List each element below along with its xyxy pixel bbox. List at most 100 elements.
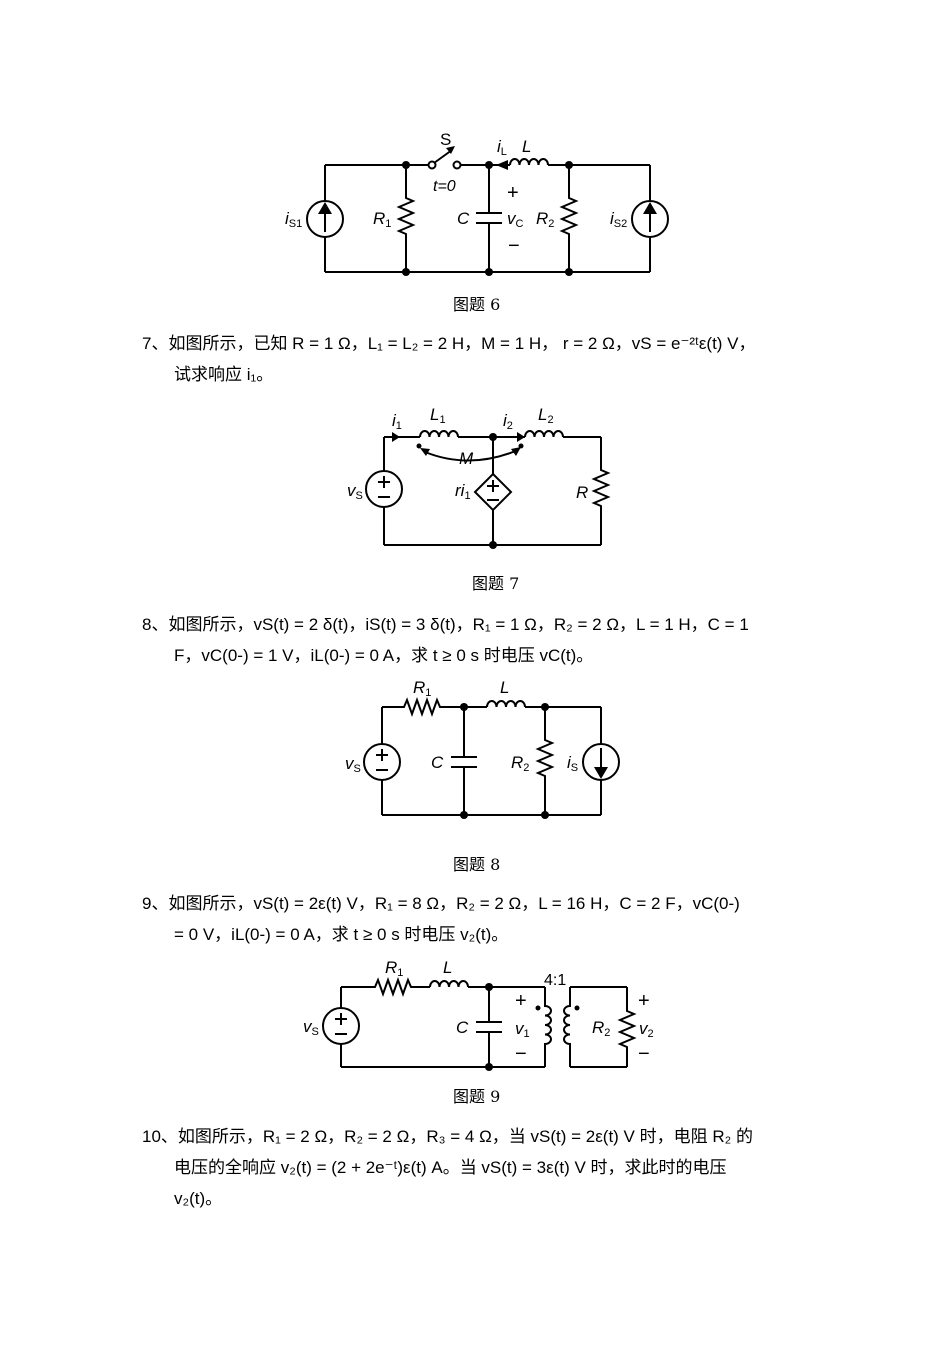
figure-6-caption: 图题 6 [453,295,501,314]
problem-7-line-2: 试求响应 i₁。 [174,365,274,384]
svg-text:ri1: ri1 [455,481,471,502]
svg-text:i2: i2 [503,411,513,432]
vs-label: v [303,1017,313,1036]
svg-text:R2: R2 [536,209,554,230]
r2-label: R [592,1018,604,1037]
r-label: R [576,483,588,502]
v2-minus: − [638,1043,650,1065]
svg-text:L1: L1 [430,405,446,426]
svg-text:R1: R1 [385,958,403,979]
v2-plus: + [638,990,650,1012]
svg-text:v2: v2 [639,1019,654,1040]
svg-text:vS: vS [347,481,363,502]
svg-text:R2: R2 [592,1018,610,1039]
r1-sub: 1 [385,218,391,230]
mutual-label: M [459,449,474,468]
figure-8-caption: 图题 8 [453,855,501,874]
capacitor-label: C [456,1018,469,1037]
vs-label: v [345,754,355,773]
i1-label: i [392,411,397,430]
cap-voltage-label: v [507,209,517,228]
svg-text:R1: R1 [413,678,431,699]
problem-7-line-1: 7、如图所示，已知 R = 1 Ω，L₁ = L₂ = 2 H，M = 1 H，… [142,334,756,353]
svg-text:iL: iL [497,137,507,158]
cap-voltage-sub: C [516,218,524,230]
problem-10: 10、如图所示，R₁ = 2 Ω，R₂ = 2 Ω，R₃ = 4 Ω，当 vS(… [142,1121,814,1214]
circuit-figure-7: i1 L1 i2 L2 M vS ri1 R [347,405,611,549]
r2-label: R [511,753,523,772]
v2-sub: 2 [648,1028,654,1040]
circuit-figure-6: S t=0 iL L + − C vC R1 R2 iS1 iS2 [285,130,669,276]
svg-text:vC: vC [507,209,524,230]
inductor-current-label: i [497,137,502,156]
svg-text:v1: v1 [515,1019,530,1040]
svg-text:R2: R2 [511,753,529,774]
svg-text:iS1: iS1 [285,209,302,230]
v1-sub: 1 [524,1028,530,1040]
problem-9-line-1: 9、如图所示，vS(t) = 2ε(t) V，R₁ = 8 Ω，R₂ = 2 Ω… [142,894,740,913]
r2-sub: 2 [604,1027,610,1039]
svg-text:vS: vS [303,1017,319,1038]
is1-sub: S1 [289,218,302,230]
problem-10-line-2: 电压的全响应 v₂(t) = (2 + 2e⁻ᵗ)ε(t) A。当 vS(t) … [174,1158,727,1177]
problem-10-line-3: v₂(t)。 [174,1189,223,1208]
circuit-figure-9: R1 L 4:1 vS C + v1 − R2 + v2 − [303,958,654,1071]
r1-label: R [385,958,397,977]
svg-text:i1: i1 [392,411,402,432]
capacitor-label: C [431,753,444,772]
vs-sub: S [312,1026,319,1038]
vs-sub: S [356,490,363,502]
l1-label: L [430,405,439,424]
inductor-label: L [500,678,509,697]
is2-sub: S2 [614,218,627,230]
l2-sub: 2 [547,414,553,426]
svg-text:iS: iS [567,753,578,774]
figure-9-caption: 图题 9 [453,1087,501,1106]
minus-sign: − [508,235,520,257]
i2-sub: 2 [507,420,513,432]
dep-source-label: ri [455,481,466,500]
dep-source-sub: 1 [464,490,470,502]
problem-9-line-2: = 0 V，iL(0-) = 0 A，求 t ≥ 0 s 时电压 v₂(t)。 [174,925,509,944]
svg-text:t=0: t=0 [433,178,456,195]
l2-label: L [538,405,547,424]
is1-label: i [285,209,290,228]
problem-8: 8、如图所示，vS(t) = 2 δ(t)，iS(t) = 3 δ(t)，R₁ … [142,609,814,671]
inductor-label: L [522,137,531,156]
problem-7: 7、如图所示，已知 R = 1 Ω，L₁ = L₂ = 2 H，M = 1 H，… [142,328,814,390]
is-label: i [567,753,572,772]
r2-sub: 2 [523,762,529,774]
i1-sub: 1 [396,420,402,432]
r1-label: R [373,209,385,228]
circuit-figure-8: R1 L vS C R2 iS [345,678,620,819]
vs-label: v [347,481,357,500]
capacitor-label: C [457,209,470,228]
r2-sub: 2 [548,218,554,230]
turns-ratio-label: 4:1 [544,972,566,989]
figure-7-caption: 图题 7 [472,574,520,593]
vs-sub: S [354,763,361,775]
is2-label: i [610,209,615,228]
inductor-current-sub: L [501,146,507,158]
problem-10-line-1: 10、如图所示，R₁ = 2 Ω，R₂ = 2 Ω，R₃ = 4 Ω，当 vS(… [142,1127,753,1146]
v1-plus: + [515,990,527,1012]
r2-label: R [536,209,548,228]
problem-8-line-2: F，vC(0-) = 1 V，iL(0-) = 0 A，求 t ≥ 0 s 时电… [174,646,594,665]
svg-text:L2: L2 [538,405,554,426]
l1-sub: 1 [439,414,445,426]
svg-text:vS: vS [345,754,361,775]
r1-label: R [413,678,425,697]
plus-sign: + [507,182,519,204]
switch-time-label: t=0 [433,178,456,195]
v2-label: v [639,1019,649,1038]
v1-label: v [515,1019,525,1038]
switch-label: S [440,130,451,149]
inductor-label: L [443,958,452,977]
problem-9: 9、如图所示，vS(t) = 2ε(t) V，R₁ = 8 Ω，R₂ = 2 Ω… [142,888,814,950]
r1-sub: 1 [425,687,431,699]
v1-minus: − [515,1043,527,1065]
r1-sub: 1 [397,967,403,979]
problem-8-line-1: 8、如图所示，vS(t) = 2 δ(t)，iS(t) = 3 δ(t)，R₁ … [142,615,749,634]
i2-label: i [503,411,508,430]
svg-text:R1: R1 [373,209,391,230]
